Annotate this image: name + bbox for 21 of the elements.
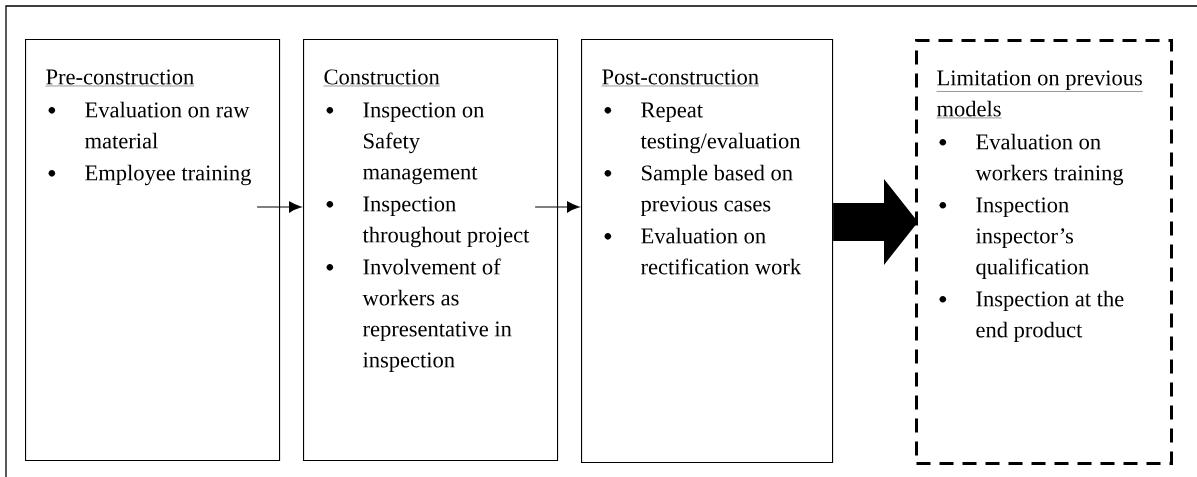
arrow: [534, 201, 580, 213]
bullet-item: Inspection throughout project: [326, 196, 530, 248]
bullet-item: Involvement of workers as representative in inspection: [326, 258, 512, 373]
bullet-item: Evaluation on raw material: [48, 101, 250, 149]
bullet-item: Sample based on previous cases: [604, 164, 793, 217]
stage-box: [581, 39, 834, 464]
stage-box: [303, 39, 559, 462]
bullet-item: Evaluation on workers training: [939, 133, 1124, 186]
heading: Pre-construction: [45, 69, 195, 87]
bullet-item: Repeat testing/evaluation: [604, 102, 801, 154]
heading: Construction: [323, 69, 440, 87]
bullet-item: Employee training: [48, 164, 251, 186]
bullet-item: Evaluation on rectification work: [604, 227, 802, 275]
bullet-item: Inspection on Safety management: [326, 102, 485, 185]
stage-box: [915, 39, 1173, 465]
bullet-item: Inspection inspector’s qualification: [939, 197, 1089, 280]
heading: Limitation on previous models: [936, 70, 1143, 119]
heading: Post-construction: [601, 69, 760, 87]
arrow: [256, 201, 302, 213]
stage-box: [25, 39, 281, 462]
bullet-item: Inspection at the end product: [939, 290, 1124, 343]
